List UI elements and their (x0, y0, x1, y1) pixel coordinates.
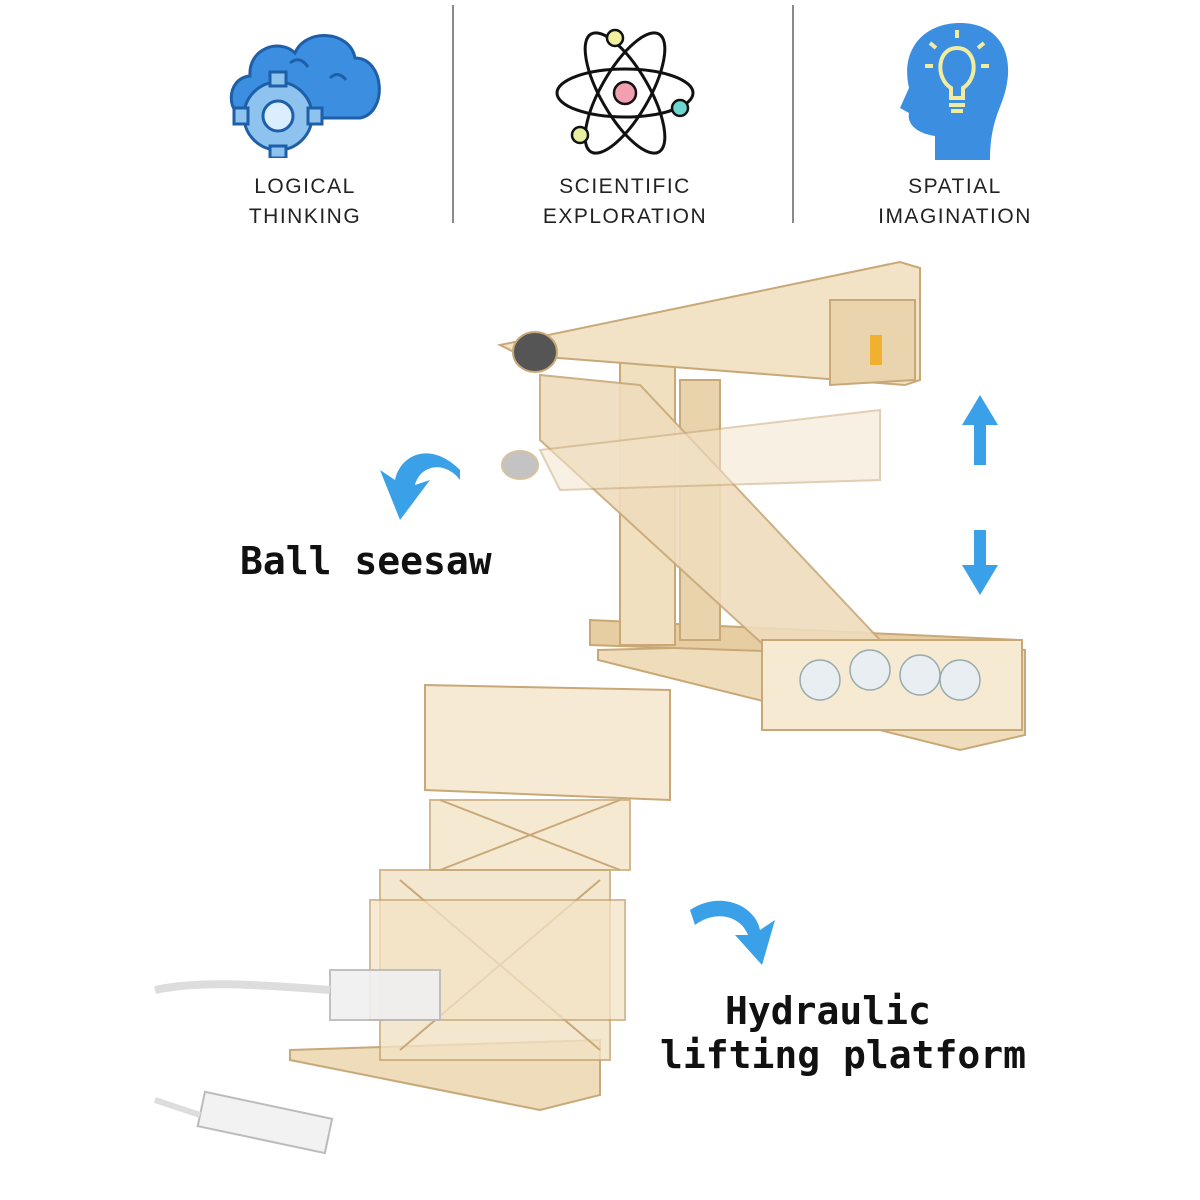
feature-spatial-imagination: SPATIAL IMAGINATION (790, 0, 1120, 240)
curved-arrow-right-icon (690, 900, 775, 965)
hydraulic-platform-caption-line1: Hydraulic (725, 989, 931, 1033)
cloud-gear-icon (229, 34, 381, 158)
curved-arrow-left-icon (380, 453, 460, 520)
feature-label-line1: LOGICAL (254, 175, 356, 198)
arrow-up-icon (962, 395, 998, 465)
hydraulic-platform-caption-line2: lifting platform (660, 1033, 1027, 1077)
feature-label-line2: EXPLORATION (542, 205, 708, 228)
atom-icon (555, 28, 695, 155)
feature-label-line1: SCIENTIFIC (559, 175, 691, 198)
ball-seesaw-model (496, 260, 1026, 752)
divider (792, 5, 794, 223)
head-lightbulb-icon (900, 23, 1009, 160)
divider (452, 5, 454, 223)
feature-label-line2: IMAGINATION (878, 205, 1032, 228)
feature-logical-thinking: LOGICAL THINKING (140, 0, 470, 240)
arrow-down-icon (962, 530, 998, 595)
feature-scientific-exploration: SCIENTIFIC EXPLORATION (460, 0, 790, 240)
ball-seesaw-caption: Ball seesaw (240, 539, 492, 583)
hydraulic-platform-model (154, 683, 671, 1155)
product-illustration (154, 260, 1026, 1155)
feature-label-line1: SPATIAL (908, 175, 1002, 198)
blue-arrows (380, 395, 998, 965)
feature-label-line2: THINKING (248, 205, 362, 228)
